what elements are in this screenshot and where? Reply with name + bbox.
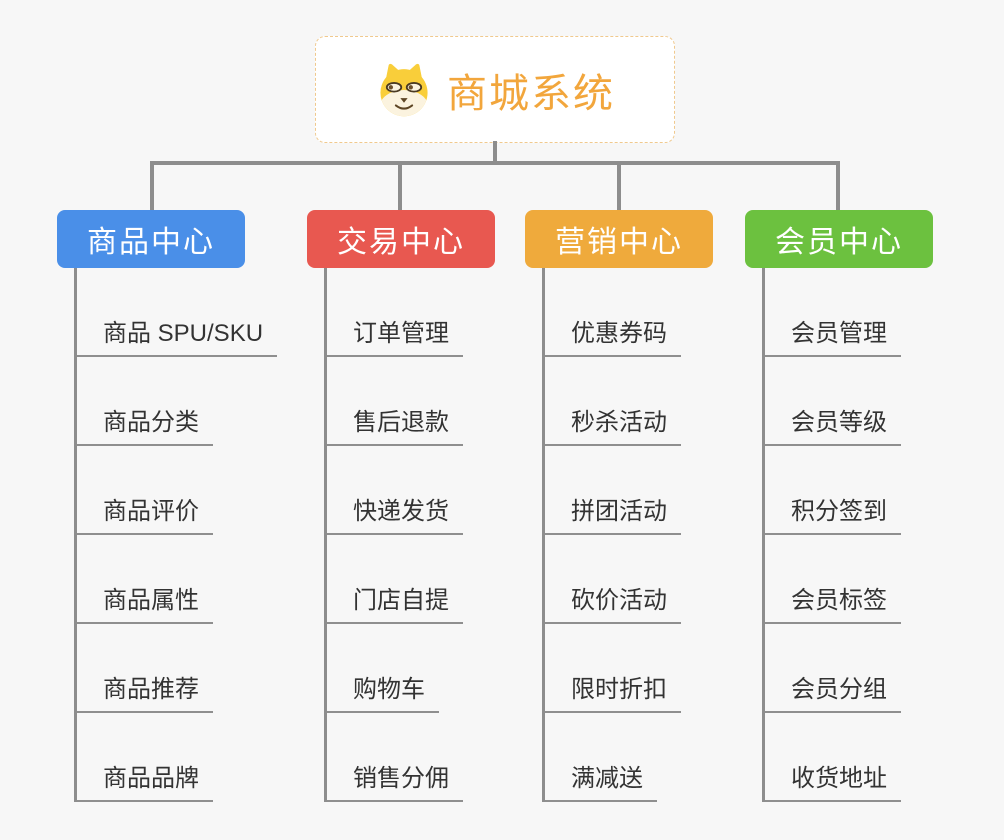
connector-drop-products [150, 161, 154, 210]
root-title: 商城系统 [447, 71, 615, 116]
leaf-node[interactable]: 会员分组 [765, 624, 901, 713]
branch-header-marketing[interactable]: 营销中心 [525, 210, 713, 268]
leaf-node[interactable]: 订单管理 [327, 268, 463, 357]
branch-connector-horizontal [150, 161, 840, 165]
connector-drop-members [836, 161, 840, 210]
leaf-node[interactable]: 限时折扣 [545, 624, 681, 713]
branch-items-trade: 订单管理 售后退款 快递发货 门店自提 购物车 销售分佣 [324, 268, 537, 802]
leaf-node[interactable]: 购物车 [327, 624, 439, 713]
connector-drop-trade [398, 161, 402, 210]
branch-header-products[interactable]: 商品中心 [57, 210, 245, 268]
leaf-node[interactable]: 商品品牌 [77, 713, 213, 802]
leaf-node[interactable]: 砍价活动 [545, 535, 681, 624]
branch-column-trade: 交易中心 订单管理 售后退款 快递发货 门店自提 购物车 销售分佣 [307, 210, 537, 802]
connector-drop-marketing [617, 161, 621, 210]
branch-header-members[interactable]: 会员中心 [745, 210, 933, 268]
branch-column-members: 会员中心 会员管理 会员等级 积分签到 会员标签 会员分组 收货地址 [745, 210, 975, 802]
root-connector-stub [493, 141, 497, 163]
leaf-node[interactable]: 商品推荐 [77, 624, 213, 713]
leaf-node[interactable]: 快递发货 [327, 446, 463, 535]
branch-items-marketing: 优惠券码 秒杀活动 拼团活动 砍价活动 限时折扣 满减送 [542, 268, 755, 802]
leaf-node[interactable]: 积分签到 [765, 446, 901, 535]
leaf-node[interactable]: 销售分佣 [327, 713, 463, 802]
branch-column-marketing: 营销中心 优惠券码 秒杀活动 拼团活动 砍价活动 限时折扣 满减送 [525, 210, 755, 802]
leaf-node[interactable]: 商品 SPU/SKU [77, 268, 278, 357]
leaf-node[interactable]: 商品属性 [77, 535, 213, 624]
leaf-node[interactable]: 会员管理 [765, 268, 901, 357]
branch-column-products: 商品中心 商品 SPU/SKU 商品分类 商品评价 商品属性 商品推荐 商品品牌 [57, 210, 287, 802]
leaf-node[interactable]: 售后退款 [327, 357, 463, 446]
leaf-node[interactable]: 满减送 [545, 713, 657, 802]
leaf-node[interactable]: 优惠券码 [545, 268, 681, 357]
leaf-node[interactable]: 拼团活动 [545, 446, 681, 535]
branch-items-products: 商品 SPU/SKU 商品分类 商品评价 商品属性 商品推荐 商品品牌 [74, 268, 287, 802]
dog-icon [380, 63, 428, 116]
leaf-node[interactable]: 会员等级 [765, 357, 901, 446]
leaf-node[interactable]: 秒杀活动 [545, 357, 681, 446]
branch-header-trade[interactable]: 交易中心 [307, 210, 495, 268]
root-node[interactable]: 商城系统 [315, 36, 675, 143]
leaf-node[interactable]: 收货地址 [765, 713, 901, 802]
branch-items-members: 会员管理 会员等级 积分签到 会员标签 会员分组 收货地址 [762, 268, 975, 802]
leaf-node[interactable]: 门店自提 [327, 535, 463, 624]
leaf-node[interactable]: 商品评价 [77, 446, 213, 535]
leaf-node[interactable]: 商品分类 [77, 357, 213, 446]
leaf-node[interactable]: 会员标签 [765, 535, 901, 624]
